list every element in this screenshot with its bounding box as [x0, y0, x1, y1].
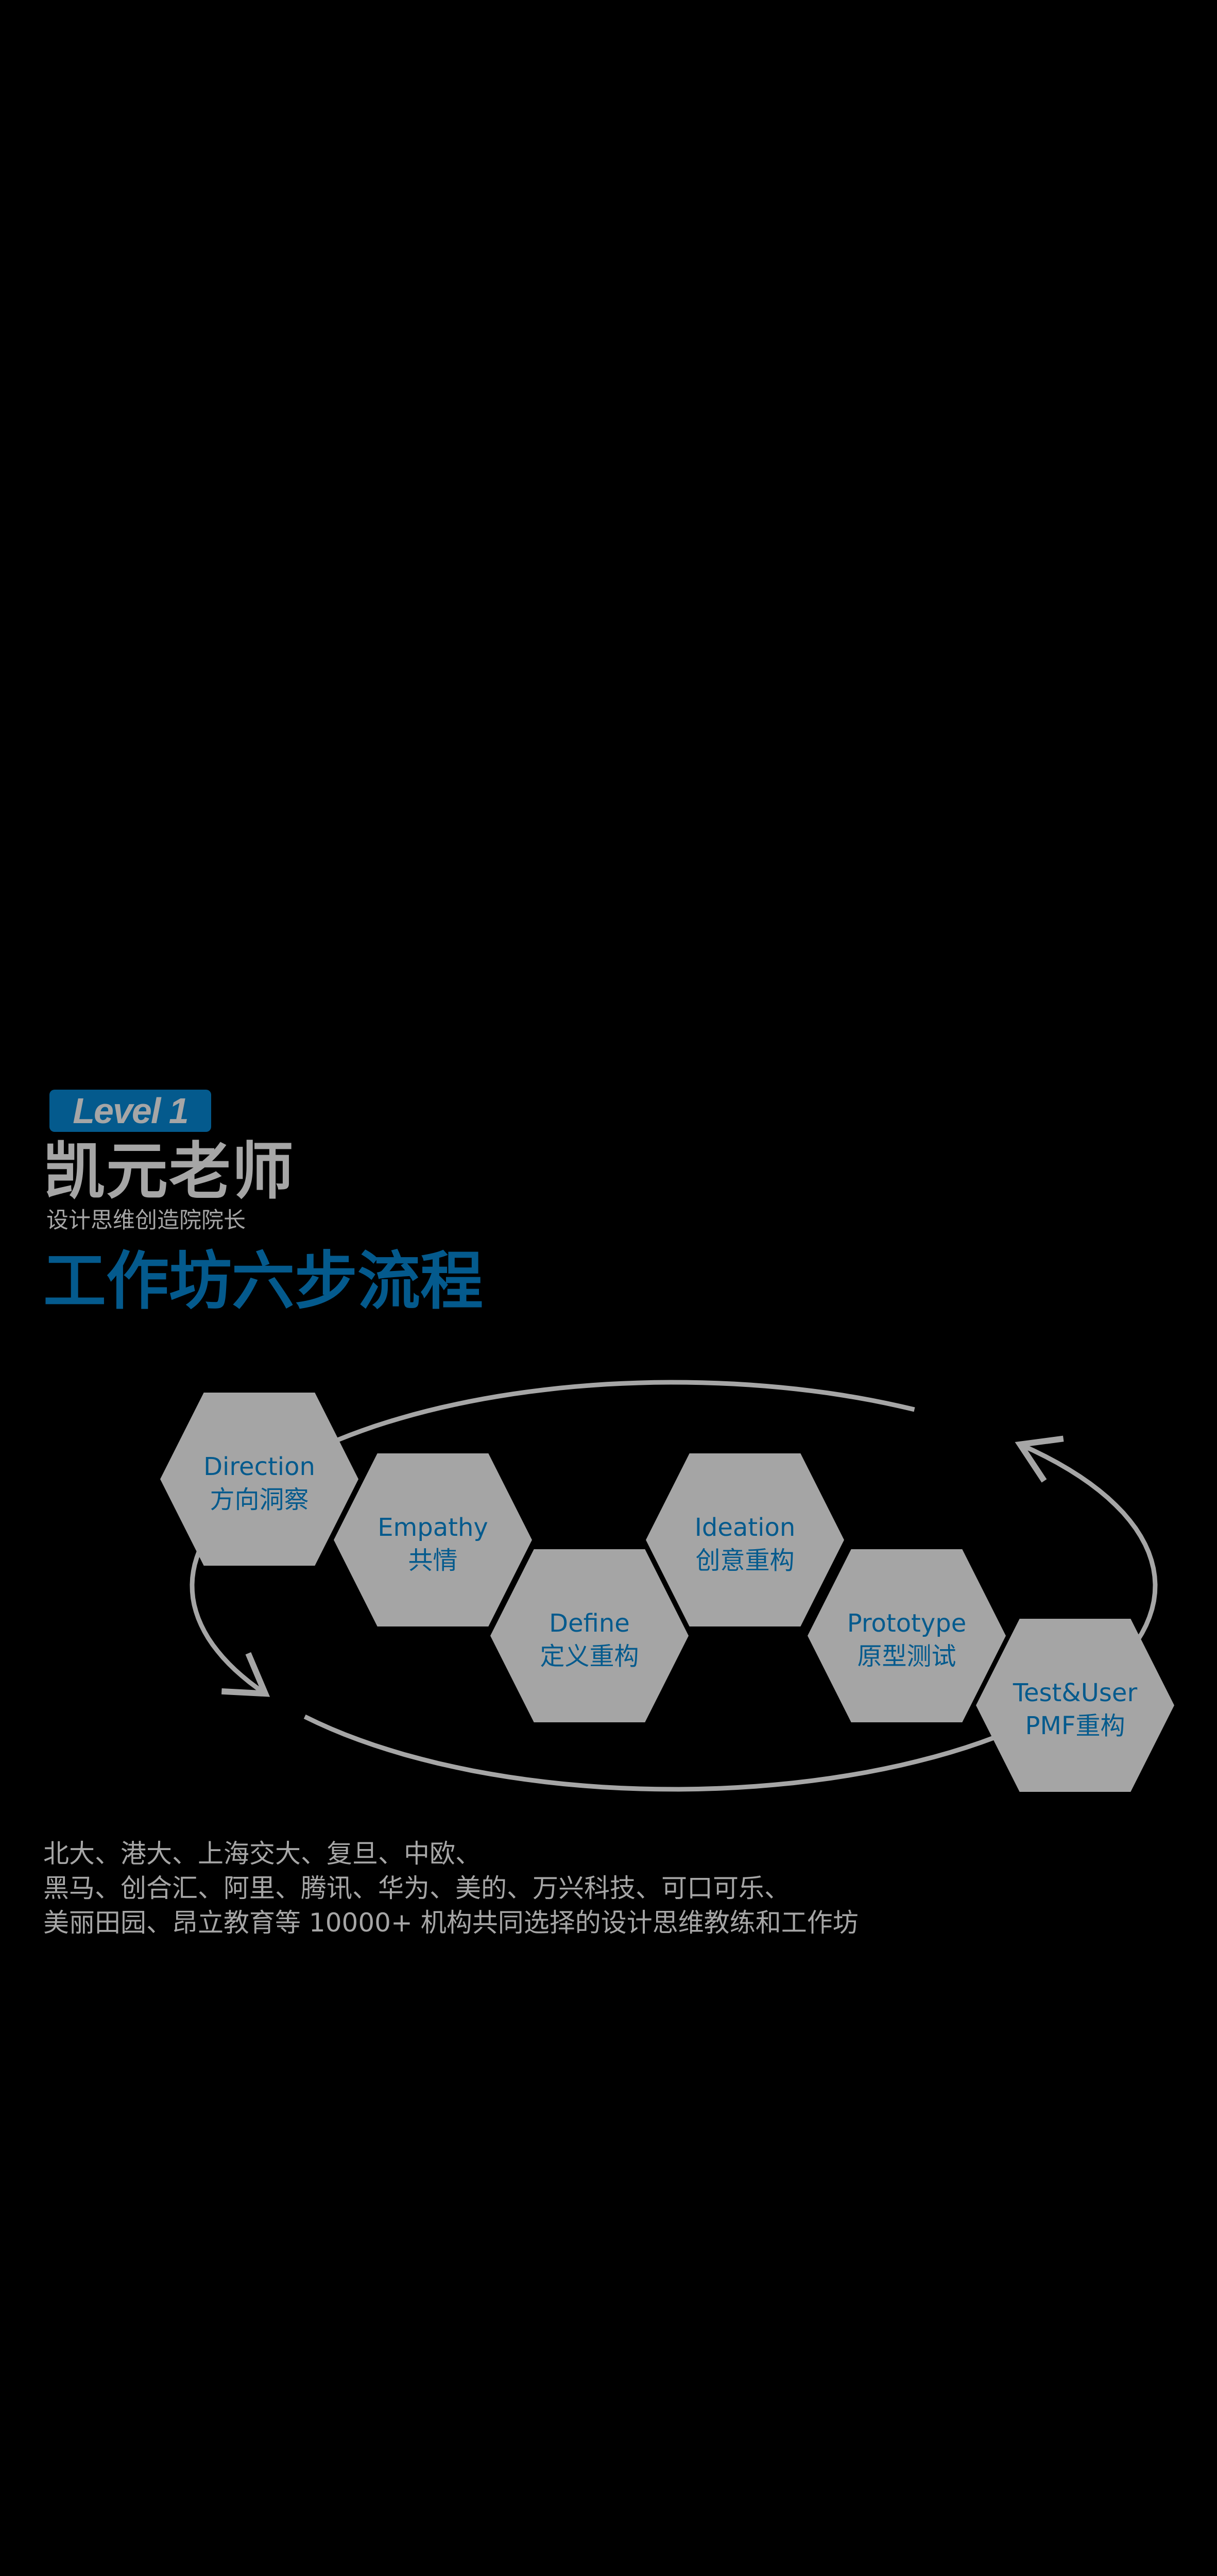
- hexagon-shape: [490, 1549, 689, 1722]
- teacher-name: 凯元老师: [43, 1136, 295, 1208]
- step-label-en: Define: [549, 1609, 630, 1638]
- step-label-en: Ideation: [695, 1513, 796, 1542]
- step-empathy: Empathy 共情: [334, 1453, 532, 1626]
- hexagon-shape: [808, 1549, 1006, 1722]
- description-line: 北大、港大、上海交大、复旦、中欧、: [43, 1839, 481, 1869]
- step-label-en: Prototype: [847, 1609, 967, 1638]
- step-direction: Direction 方向洞察: [160, 1393, 358, 1566]
- step-label-zh: 方向洞察: [210, 1485, 308, 1514]
- step-label-en: Test&User: [1013, 1679, 1138, 1707]
- step-label-zh: 原型测试: [857, 1642, 956, 1671]
- description-line: 黑马、创合汇、阿里、腾讯、华为、美的、万兴科技、可口可乐、: [43, 1873, 790, 1903]
- step-define: Define 定义重构: [490, 1549, 689, 1722]
- hexagon-shape: [334, 1453, 532, 1626]
- step-label-zh: 共情: [408, 1546, 457, 1575]
- clients-description: 北大、港大、上海交大、复旦、中欧、 黑马、创合汇、阿里、腾讯、华为、美的、万兴科…: [43, 1837, 859, 1940]
- step-label-en: Empathy: [378, 1513, 488, 1542]
- step-label-zh: 创意重构: [695, 1546, 794, 1575]
- hexagon-shape: [160, 1393, 358, 1566]
- level-badge: Level 1: [49, 1090, 211, 1132]
- step-prototype: Prototype 原型测试: [808, 1549, 1006, 1722]
- hexagon-shape: [646, 1453, 844, 1626]
- teacher-title: 设计思维创造院院长: [46, 1208, 246, 1233]
- step-label-en: Direction: [203, 1452, 315, 1481]
- description-line: 美丽田园、昂立教育等 10000+ 机构共同选择的设计思维教练和工作坊: [43, 1908, 859, 1938]
- process-cycle-diagram: Direction方向洞察Empathy共情Define定义重构Ideation…: [160, 1380, 1174, 1792]
- page-title: 工作坊六步流程: [43, 1245, 483, 1318]
- hexagon-shape: [976, 1619, 1174, 1792]
- step-label-zh: PMF重构: [1025, 1711, 1125, 1740]
- step-label-zh: 定义重构: [540, 1642, 639, 1671]
- step-ideation: Ideation 创意重构: [646, 1453, 844, 1626]
